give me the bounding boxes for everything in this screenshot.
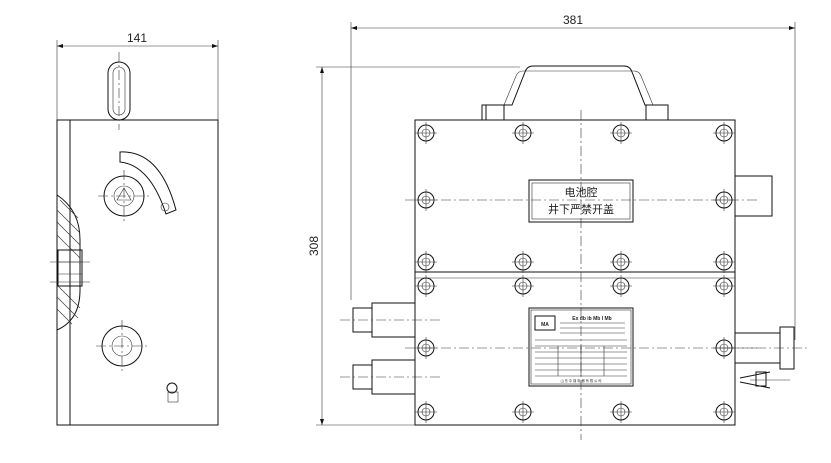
side-view: 141 bbox=[50, 31, 219, 426]
bolt-icon bbox=[610, 122, 632, 144]
bolt-icon bbox=[713, 189, 735, 211]
bolt-icon bbox=[415, 275, 437, 297]
top-handle bbox=[481, 65, 669, 121]
bolt-icon bbox=[415, 251, 437, 273]
bolt-icon bbox=[512, 275, 534, 297]
front-view: 381 308 bbox=[307, 13, 810, 440]
bolt-icon bbox=[713, 122, 735, 144]
bolt-icon bbox=[512, 401, 534, 423]
side-width-dimension: 141 bbox=[127, 31, 147, 45]
bolt-icon bbox=[713, 251, 735, 273]
bolt-group bbox=[415, 122, 735, 423]
hatched-section bbox=[50, 194, 90, 331]
left-cable-glands bbox=[340, 302, 440, 395]
ma-logo: MA bbox=[541, 322, 549, 328]
front-height-dimension: 308 bbox=[307, 236, 321, 256]
bolt-icon bbox=[415, 189, 437, 211]
bolt-icon bbox=[610, 275, 632, 297]
bolt-icon bbox=[512, 122, 534, 144]
front-width-dimension: 381 bbox=[563, 13, 583, 27]
ex-marking: Ex db ib Mb I Mb bbox=[572, 316, 611, 322]
bolt-icon bbox=[610, 401, 632, 423]
right-cable-glands bbox=[720, 326, 810, 389]
bolt-icon bbox=[512, 251, 534, 273]
bolt-icon bbox=[610, 251, 632, 273]
bolt-icon bbox=[713, 337, 735, 359]
bolt-icon bbox=[415, 337, 437, 359]
bolt-icon bbox=[415, 122, 437, 144]
bolt-icon bbox=[415, 401, 437, 423]
bolt-icon bbox=[713, 275, 735, 297]
bolt-icon bbox=[713, 401, 735, 423]
